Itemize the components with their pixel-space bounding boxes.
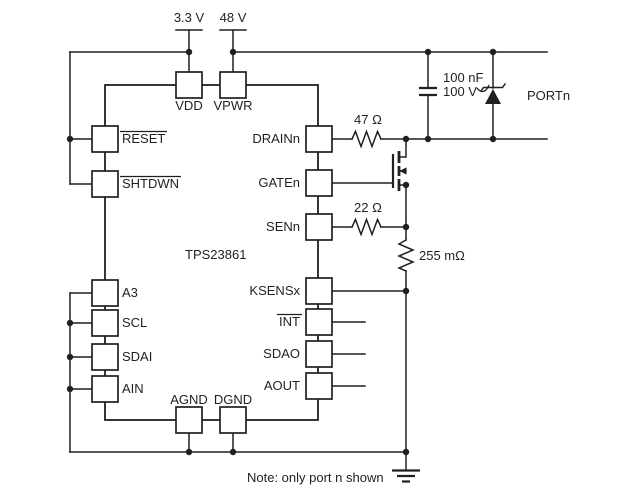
pin-box-sdao: [305, 340, 333, 368]
resistor-255mohm: [397, 238, 415, 272]
pin-label-sdai: SDAI: [122, 349, 152, 364]
ic-part-number: TPS23861: [185, 247, 246, 262]
resistor-22ohm-label: 22 Ω: [354, 200, 382, 215]
label-leader-line: [476, 84, 490, 93]
pin-label-shtdwn: SHTDWN: [122, 176, 179, 191]
pin-box-a3: [91, 279, 119, 307]
pin-box-sdai: [91, 343, 119, 371]
pin-box-drainn: [305, 125, 333, 153]
pin-label-gaten: GATEn: [258, 175, 300, 190]
junction-dot: [424, 48, 432, 56]
pin-box-dgnd: [219, 406, 247, 434]
junction-dot: [402, 135, 410, 143]
note-text: Note: only port n shown: [247, 470, 384, 485]
pin-box-vpwr: [219, 71, 247, 99]
pin-box-senn: [305, 213, 333, 241]
junction-dot: [185, 48, 193, 56]
tvs-diode-icon: [476, 51, 507, 140]
capacitor-rating-label: 100 V: [443, 84, 477, 99]
junction-dot: [402, 448, 410, 456]
pin-label-vdd: VDD: [175, 98, 202, 113]
nmos-transistor-icon: [391, 151, 407, 191]
pin-label-senn: SENn: [266, 219, 300, 234]
pin-box-reset: [91, 125, 119, 153]
pin-label-scl: SCL: [122, 315, 147, 330]
resistor-47ohm: [351, 129, 382, 149]
pin-label-int: INT: [279, 314, 300, 329]
junction-dot: [229, 448, 237, 456]
junction-dot: [489, 135, 497, 143]
supply-3v3-label: 3.3 V: [174, 10, 205, 25]
junction-dot: [402, 181, 410, 189]
pin-label-ain: AIN: [122, 381, 144, 396]
port-capacitor-icon: [419, 51, 437, 140]
ic-outline: [104, 84, 319, 421]
resistor-47ohm-label: 47 Ω: [354, 112, 382, 127]
junction-dot: [66, 319, 74, 327]
supply-48v-label: 48 V: [220, 10, 247, 25]
junction-dot: [489, 48, 497, 56]
pin-label-agnd: AGND: [170, 392, 208, 407]
pin-label-a3: A3: [122, 285, 138, 300]
pin-box-gaten: [305, 169, 333, 197]
junction-dot: [66, 135, 74, 143]
earth-ground-icon: [392, 469, 420, 483]
pin-box-ain: [91, 375, 119, 403]
pin-label-vpwr: VPWR: [214, 98, 253, 113]
pin-box-int: [305, 308, 333, 336]
fet-source-link: [398, 184, 407, 241]
pin-box-shtdwn: [91, 170, 119, 198]
capacitor-value-label: 100 nF: [443, 70, 484, 85]
junction-dot: [66, 385, 74, 393]
junction-dot: [424, 135, 432, 143]
pin-box-ksensx: [305, 277, 333, 305]
pin-box-scl: [91, 309, 119, 337]
pin-box-agnd: [175, 406, 203, 434]
resistor-255mohm-label: 255 mΩ: [419, 248, 465, 263]
fet-drain-link: [398, 138, 407, 158]
pin-box-aout: [305, 372, 333, 400]
pin-label-drainn: DRAINn: [252, 131, 300, 146]
pin-label-reset: RESET: [122, 131, 165, 146]
pin-box-vdd: [175, 71, 203, 99]
pin-label-aout: AOUT: [264, 378, 300, 393]
junction-dot: [185, 448, 193, 456]
junction-dot: [229, 48, 237, 56]
junction-dot: [66, 353, 74, 361]
pin-label-ksensx: KSENSx: [249, 283, 300, 298]
nmos-arrow: [399, 167, 407, 175]
junction-dot: [402, 287, 410, 295]
junction-dot: [402, 223, 410, 231]
pin-label-sdao: SDAO: [263, 346, 300, 361]
pin-label-dgnd: DGND: [214, 392, 252, 407]
port-label: PORTn: [527, 88, 570, 103]
resistor-22ohm: [351, 217, 382, 237]
